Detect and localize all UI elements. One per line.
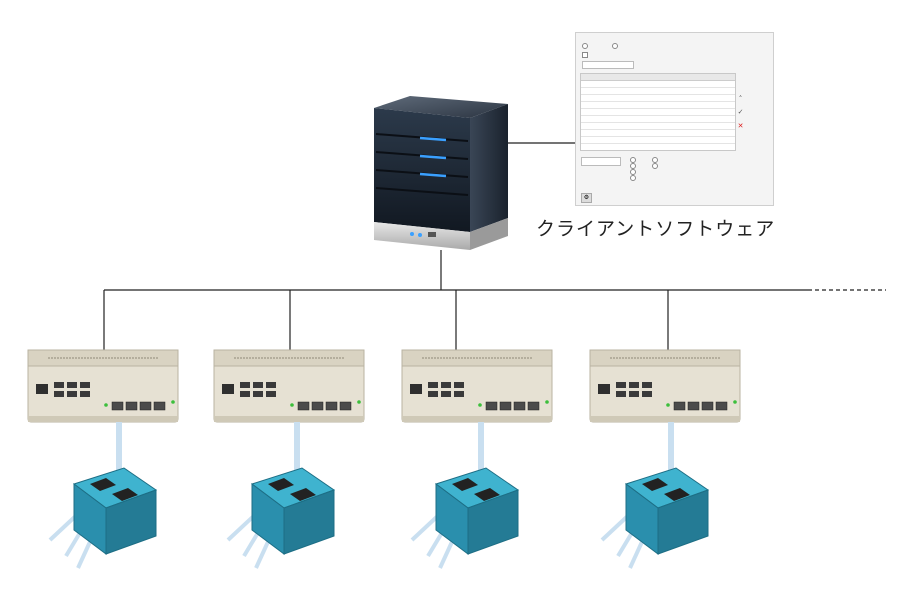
up-arrow-icon: ˄: [738, 95, 743, 103]
sensor-boxes: [48, 422, 710, 569]
client-window-icon: ˄ ✓ ✕ ⚙: [575, 32, 774, 206]
settings-button-icon: ⚙: [581, 193, 592, 203]
check-row: [582, 52, 590, 58]
io-module-icon: [27, 349, 179, 423]
ethernet-port-icon: [36, 384, 48, 394]
ethernet-port-icon: [222, 384, 234, 394]
ethernet-port-icon: [598, 384, 610, 394]
radio-row: [582, 43, 620, 49]
radio-option-1: [582, 43, 588, 49]
options-column-2: [652, 157, 660, 169]
server-icon: [374, 96, 508, 250]
delete-icon: ✕: [737, 122, 744, 130]
checkbox: [582, 52, 588, 58]
client-software-caption: クライアントソフトウェア: [536, 218, 776, 240]
io-modules: [27, 349, 741, 423]
sensor-box-icon: [600, 422, 710, 569]
dropdown: [581, 157, 621, 166]
data-table: [580, 73, 736, 151]
check-icon: ✓: [737, 108, 744, 116]
sensor-box-icon: [48, 422, 158, 569]
io-module-icon: [589, 349, 741, 423]
text-field: [582, 61, 634, 69]
io-module-icon: [213, 349, 365, 423]
io-module-icon: [401, 349, 553, 423]
table-header: [581, 74, 735, 81]
sensor-box-icon: [410, 422, 520, 569]
ethernet-port-icon: [410, 384, 422, 394]
options-column-1: [630, 157, 638, 181]
radio-option-2: [612, 43, 619, 49]
network-lines: [103, 142, 886, 350]
sensor-box-icon: [226, 422, 336, 569]
